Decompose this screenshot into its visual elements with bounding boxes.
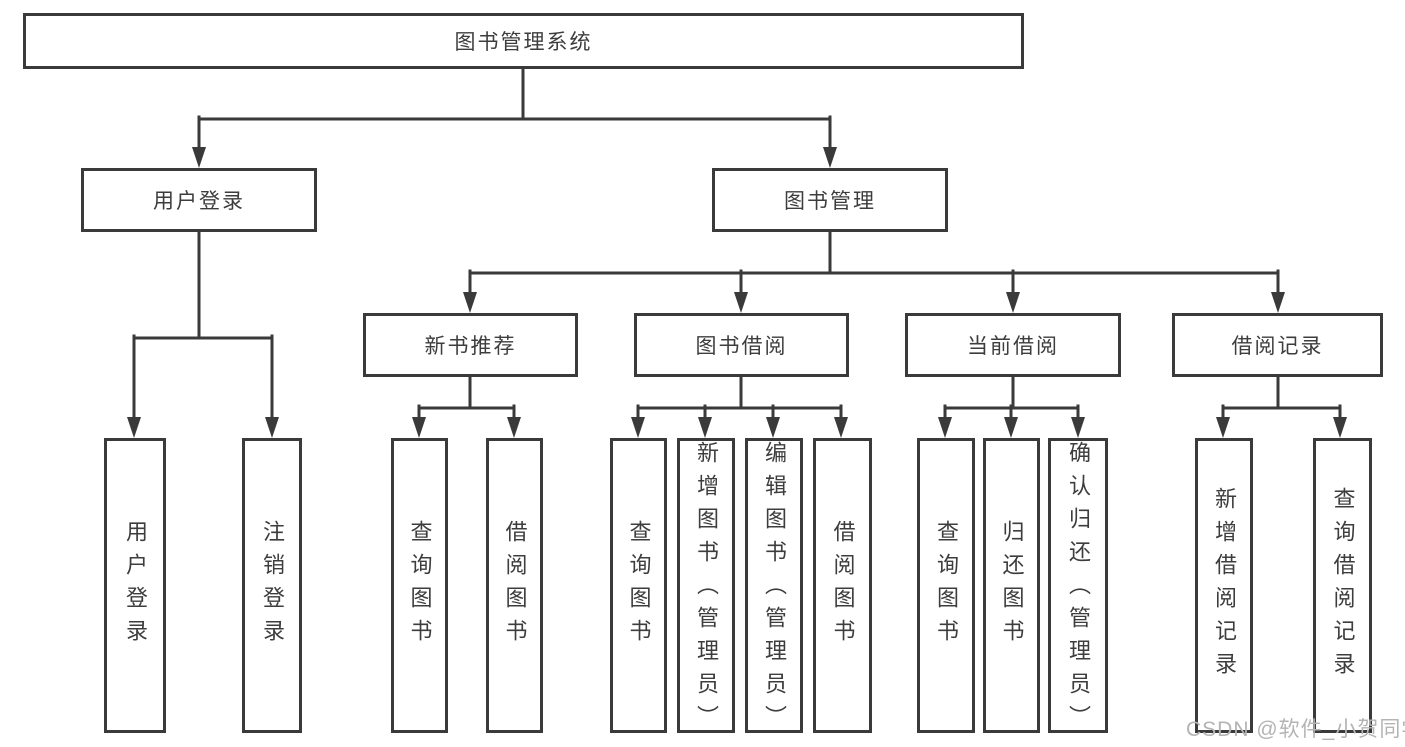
leaf-recommend-query-books: 查询图书 — [391, 438, 448, 733]
leaf-current-confirm-return-admin: 确认归还（管理员） — [1048, 438, 1108, 738]
node-book-borrowing: 图书借阅 — [634, 313, 849, 377]
node-library-system: 图书管理系统 — [23, 13, 1024, 69]
leaf-user-login: 用户登录 — [104, 438, 166, 733]
leaf-borrowing-edit-books-admin: 编辑图书（管理员） — [745, 438, 803, 738]
leaf-borrowing-borrow-books: 借阅图书 — [813, 438, 872, 733]
node-current-borrowing: 当前借阅 — [905, 313, 1121, 377]
csdn-watermark: CSDN @软件_小贺同学 — [1186, 718, 1405, 741]
leaf-borrowing-add-books-admin: 新增图书（管理员） — [677, 438, 735, 738]
leaf-logout: 注销登录 — [242, 438, 302, 733]
node-borrow-records: 借阅记录 — [1172, 313, 1383, 377]
leaf-current-query-books: 查询图书 — [917, 438, 975, 733]
leaf-records-add-borrow-record: 新增借阅记录 — [1195, 438, 1253, 733]
node-user-login: 用户登录 — [81, 168, 317, 232]
node-new-book-recommend: 新书推荐 — [363, 313, 578, 377]
leaf-current-return-books: 归还图书 — [983, 438, 1040, 733]
node-book-management: 图书管理 — [712, 168, 948, 232]
leaf-records-query-borrow-record: 查询借阅记录 — [1313, 438, 1372, 733]
leaf-recommend-borrow-books: 借阅图书 — [486, 438, 543, 733]
leaf-borrowing-query-books: 查询图书 — [610, 438, 667, 733]
